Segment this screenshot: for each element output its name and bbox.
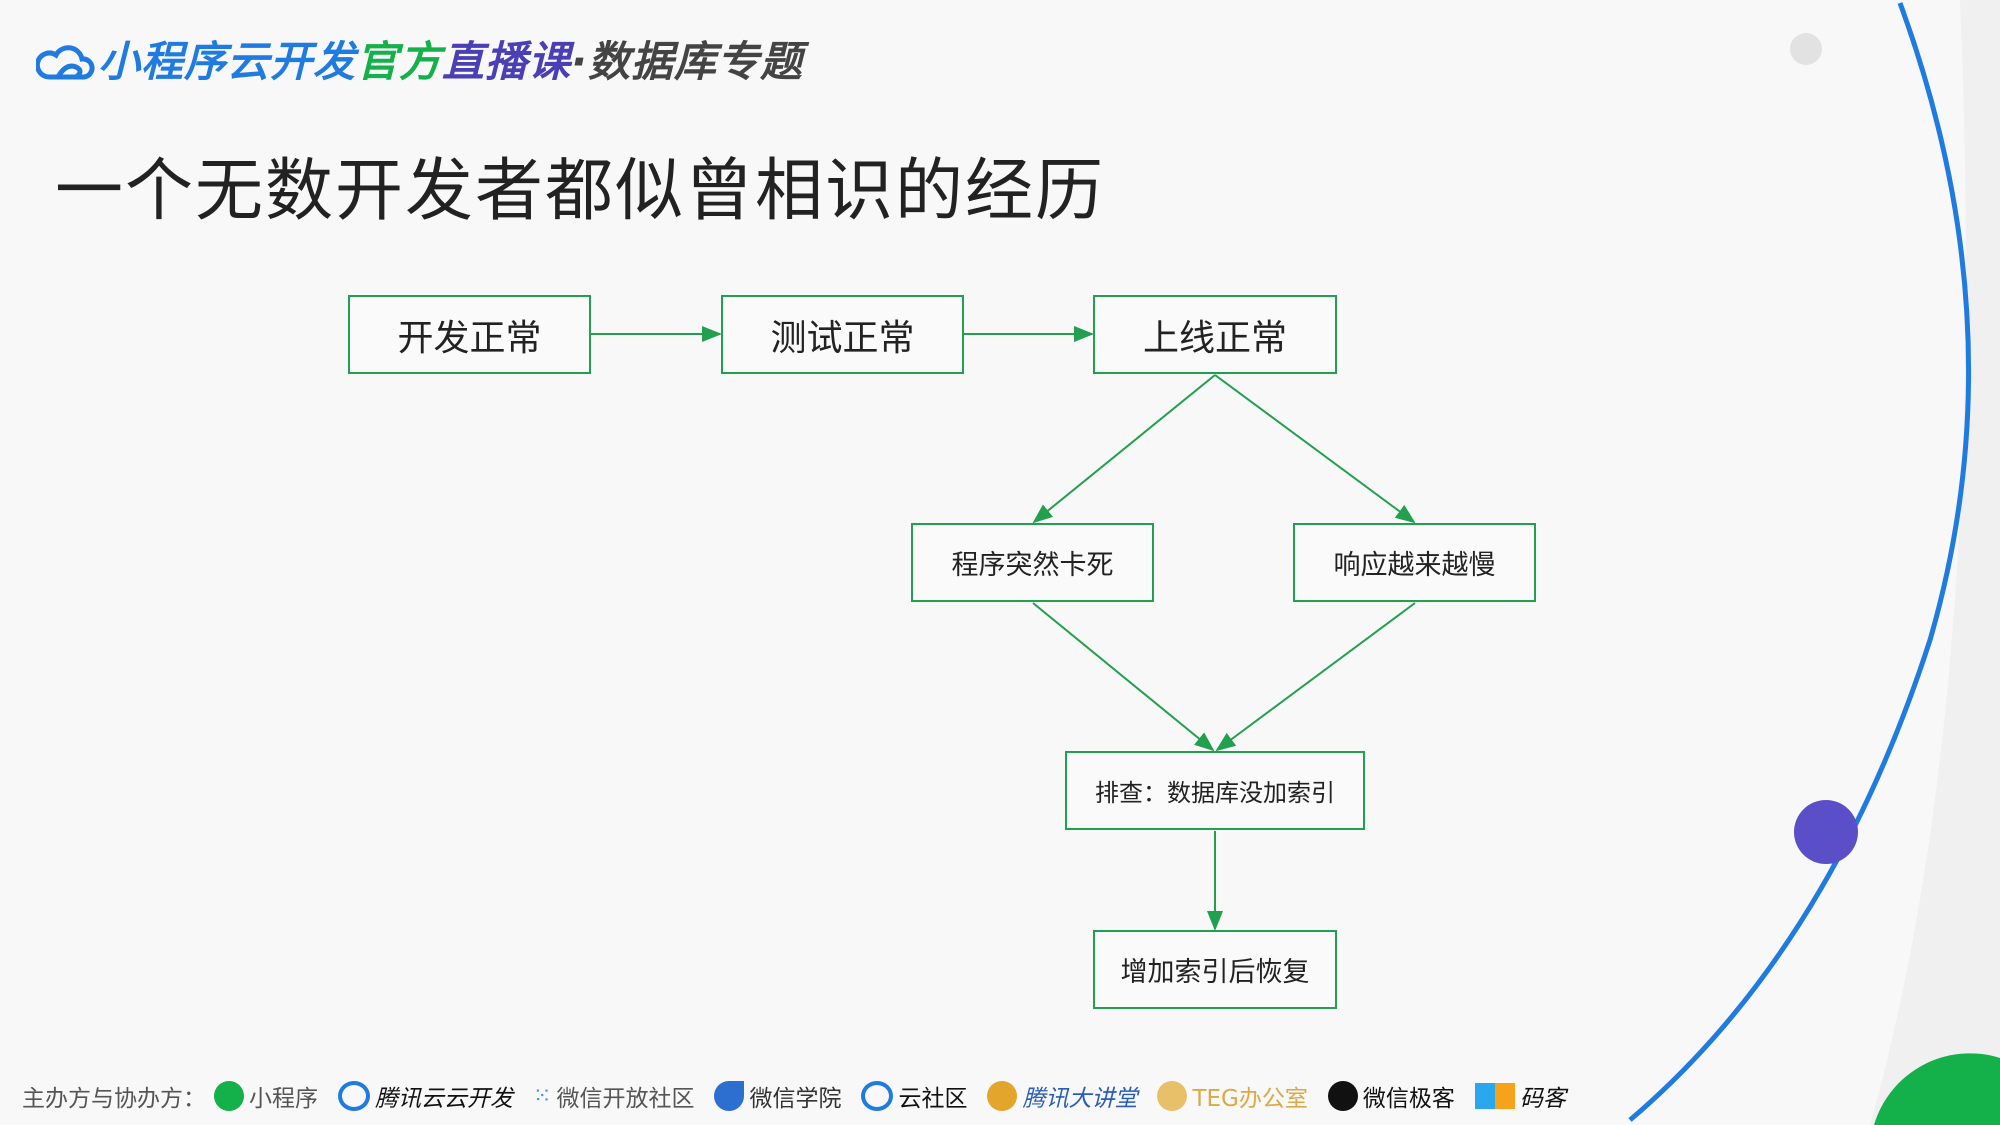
purple-dot bbox=[1794, 800, 1858, 864]
sponsor-footer: 主办方与协办方： 小程序 腾讯云云开发 ⁙微信开放社区 微信学院 云社区 腾讯大… bbox=[22, 1078, 1578, 1114]
logo-tencent-lecture: 腾讯大讲堂 bbox=[987, 1079, 1137, 1113]
blue-arc bbox=[1628, 2, 1972, 1122]
header-part3: 直播课 bbox=[442, 37, 572, 86]
logo-wegeek: 微信极客 bbox=[1327, 1079, 1455, 1113]
flow-box-diagnose: 排查：数据库没加索引 bbox=[1065, 751, 1365, 830]
flow-box-online-ok: 上线正常 bbox=[1093, 295, 1337, 374]
logo-text: TEG办公室 bbox=[1192, 1086, 1308, 1112]
flow-box-dev-ok: 开发正常 bbox=[348, 295, 591, 374]
mk-icon bbox=[1474, 1083, 1515, 1109]
header-part4: ·数据库专题 bbox=[571, 37, 804, 86]
logo-wx-open: ⁙微信开放社区 bbox=[533, 1079, 694, 1113]
logo-wx-academy: 微信学院 bbox=[714, 1079, 841, 1113]
header-part1: 小程序云开发 bbox=[98, 37, 357, 86]
logo-text: 小程序 bbox=[249, 1086, 318, 1112]
logo-text: 微信开放社区 bbox=[556, 1086, 695, 1112]
logo-make: 码客 bbox=[1474, 1079, 1566, 1113]
cloud-icon bbox=[36, 44, 95, 79]
flow-connectors bbox=[591, 326, 1416, 931]
cloud-icon bbox=[338, 1081, 370, 1111]
logo-text: 腾讯云云开发 bbox=[375, 1086, 513, 1112]
logo-tcb: 腾讯云云开发 bbox=[338, 1079, 513, 1113]
header-part2: 官方 bbox=[356, 37, 443, 86]
logo-text: 微信极客 bbox=[1362, 1086, 1455, 1112]
arrow-online-slow bbox=[1214, 374, 1416, 524]
flow-box-recover: 增加索引后恢复 bbox=[1093, 930, 1337, 1009]
green-circle bbox=[1874, 1053, 2000, 1125]
academy-icon bbox=[714, 1081, 745, 1111]
background-shape bbox=[1870, 0, 2000, 1125]
arrow-online-freeze bbox=[1032, 374, 1216, 524]
flow-box-test-ok: 测试正常 bbox=[721, 295, 964, 374]
sponsor-label: 主办方与协办方： bbox=[22, 1086, 206, 1112]
flow-box-freeze: 程序突然卡死 bbox=[911, 523, 1154, 602]
flow-box-slow: 响应越来越慢 bbox=[1293, 523, 1536, 602]
arrow-slow-diagnose bbox=[1215, 602, 1416, 752]
miniprogram-icon bbox=[214, 1081, 244, 1111]
wegeek-icon bbox=[1327, 1081, 1358, 1111]
logo-miniprogram: 小程序 bbox=[214, 1079, 318, 1113]
logo-text: 码客 bbox=[1519, 1086, 1566, 1112]
grey-dot bbox=[1790, 33, 1822, 65]
slide-title: 一个无数开发者都似曾相识的经历 bbox=[55, 152, 1106, 231]
logo-teg: TEG办公室 bbox=[1157, 1079, 1308, 1113]
badge-icon bbox=[987, 1081, 1018, 1111]
logo-text: 云社区 bbox=[898, 1086, 968, 1112]
logo-yun-community: 云社区 bbox=[861, 1079, 967, 1113]
course-header: 小程序云开发官方直播课·数据库专题 bbox=[36, 28, 803, 89]
logo-text: 腾讯大讲堂 bbox=[1022, 1086, 1138, 1112]
arrow-freeze-diagnose bbox=[1032, 602, 1215, 752]
logo-text: 微信学院 bbox=[749, 1086, 842, 1112]
grid-icon: ⁙ bbox=[533, 1083, 552, 1109]
teg-icon bbox=[1157, 1081, 1188, 1111]
cloud-icon bbox=[861, 1081, 894, 1111]
